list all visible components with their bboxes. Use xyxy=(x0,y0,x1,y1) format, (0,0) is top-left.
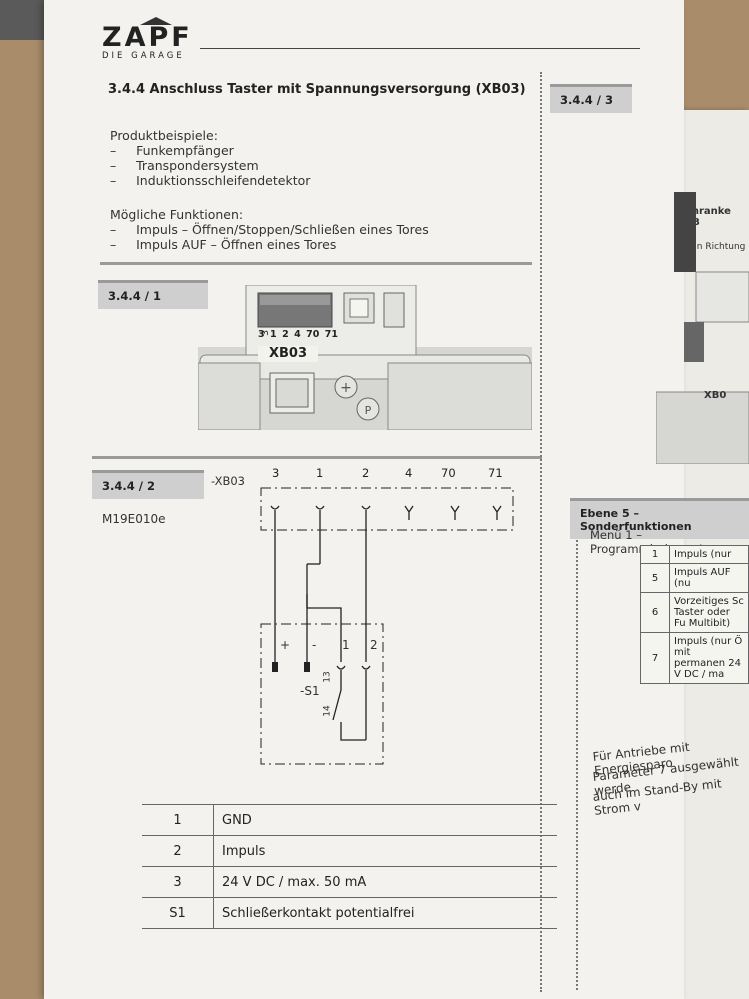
fig3-device-drawing xyxy=(656,192,749,464)
section-heading: 3.4.4 Anschluss Taster mit Spannungsvers… xyxy=(108,82,526,97)
column-divider xyxy=(576,520,578,990)
divider xyxy=(92,456,542,459)
section-number: 3.4.4 xyxy=(108,82,146,97)
roof-icon xyxy=(140,17,172,25)
plus-label: + xyxy=(280,638,291,652)
switch-label: -S1 xyxy=(300,684,320,698)
legend-value: 24 V DC / max. 50 mA xyxy=(213,866,557,898)
pin-label: 2 xyxy=(282,329,289,340)
menu-text: Vorzeitiges Sc Taster oder Fu Multibit) xyxy=(669,592,749,633)
fig2-wiring-schematic xyxy=(260,487,514,765)
pin-label: 4 xyxy=(294,329,301,340)
pin-label: 71 xyxy=(324,329,338,340)
legend-value: GND xyxy=(213,804,557,836)
pin-label: 70 xyxy=(306,329,320,340)
pin-label: 1 xyxy=(270,329,277,340)
terminal-label: 1 xyxy=(316,466,324,480)
list-item: – Transpondersystem xyxy=(110,158,259,173)
zapf-logo: ZAPF DIE GARAGE xyxy=(102,17,193,61)
legend-key: S1 xyxy=(142,897,214,929)
list-item: – Impuls AUF – Öffnen eines Tores xyxy=(110,237,337,252)
fig2-label: 3.4.4 / 2 xyxy=(92,470,204,499)
svg-text:+: + xyxy=(340,380,352,396)
menu-text: Impuls AUF (nu xyxy=(669,563,749,593)
logo-tagline: DIE GARAGE xyxy=(102,51,185,61)
ebene-heading: Ebene 5 – Sonderfunktionen xyxy=(570,498,749,539)
header-rule xyxy=(200,48,640,49)
pin-label: 3 xyxy=(258,329,265,340)
minus-label: - xyxy=(312,638,317,652)
terminal-label: 70 xyxy=(441,466,456,480)
fig3-label: 3.4.4 / 3 xyxy=(550,84,632,113)
examples-heading: Produktbeispiele: xyxy=(110,128,218,143)
contact2-label: 2 xyxy=(370,638,378,652)
terminal-label: 2 xyxy=(362,466,370,480)
list-item: – Impuls – Öffnen/Stoppen/Schließen eine… xyxy=(110,222,429,237)
fig1-connector-label: XB03 xyxy=(258,346,318,362)
menu-number: 7 xyxy=(640,632,670,684)
fig2-connector: -XB03 xyxy=(211,474,245,488)
legend-key: 2 xyxy=(142,835,214,867)
menu-number: 6 xyxy=(640,592,670,633)
terminal-label: 4 xyxy=(405,466,413,480)
svg-text:P: P xyxy=(365,404,372,417)
fig1-pin-row: 3 1 2 4 70 71 xyxy=(258,329,338,340)
fig1-label: 3.4.4 / 1 xyxy=(98,280,208,309)
menu-number: 5 xyxy=(640,563,670,593)
divider xyxy=(100,262,532,265)
fig2-code: M19E010e xyxy=(102,512,166,526)
menu-number: 1 xyxy=(640,545,670,564)
terminal-label: 3 xyxy=(272,466,280,480)
legend-value: Schließerkontakt potentialfrei xyxy=(213,897,557,929)
contact1-label: 1 xyxy=(342,638,350,652)
menu-text: Impuls (nur Ö mit permanen 24 V DC / ma xyxy=(669,632,749,684)
terminal-label: 71 xyxy=(488,466,503,480)
legend-value: Impuls xyxy=(213,835,557,867)
s14-label: 14 xyxy=(322,705,333,717)
column-divider xyxy=(540,72,542,992)
menu-text: Impuls (nur xyxy=(669,545,749,564)
legend-key: 3 xyxy=(142,866,214,898)
fig1-device-drawing: + P xyxy=(198,285,532,430)
connector-label: XB0 xyxy=(704,390,727,401)
legend-key: 1 xyxy=(142,804,214,836)
s13-label: 13 xyxy=(322,671,333,683)
list-item: – Funkempfänger xyxy=(110,143,234,158)
list-item: – Induktionsschleifendetektor xyxy=(110,173,311,188)
logo-brand: ZAPF xyxy=(102,22,193,53)
partial-text: ng in Richtung xyxy=(680,242,746,252)
section-title: Anschluss Taster mit Spannungsversorgung… xyxy=(149,82,526,97)
functions-heading: Mögliche Funktionen: xyxy=(110,207,244,222)
